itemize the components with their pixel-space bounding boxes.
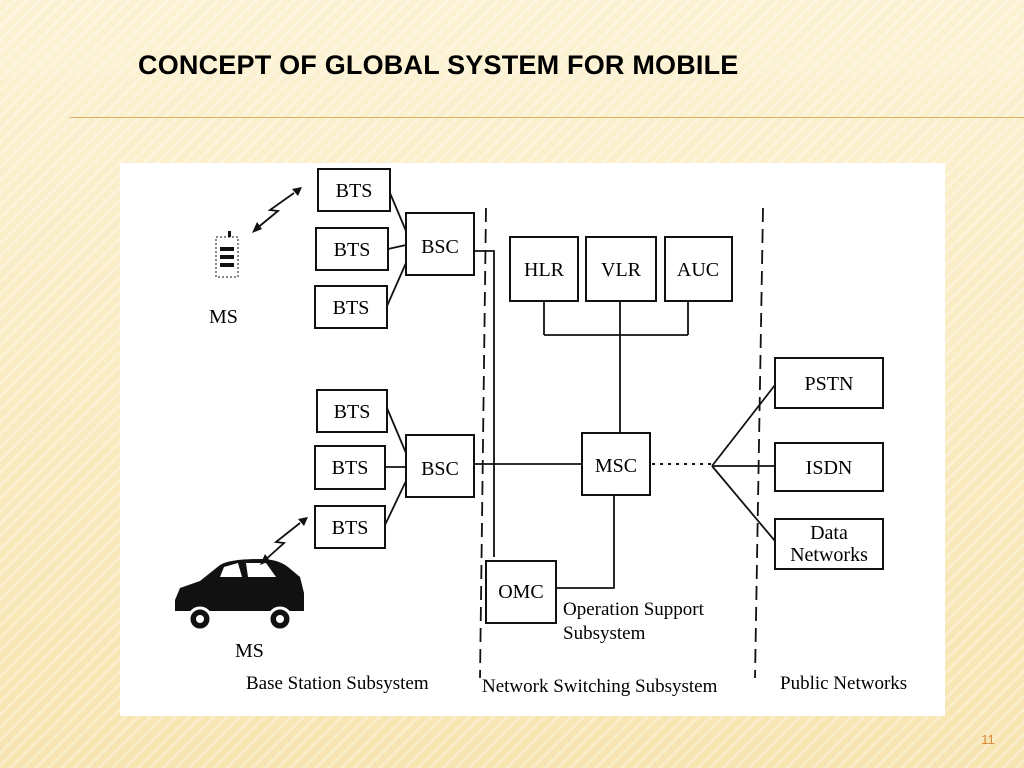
- hlr-label: HLR: [524, 259, 565, 281]
- bts-top-2: BTS: [315, 227, 389, 271]
- bts-top-3-label: BTS: [333, 297, 370, 319]
- bts-top-1-label: BTS: [336, 180, 373, 202]
- bts-top-2-label: BTS: [334, 239, 371, 261]
- bts-bottom-2-label: BTS: [332, 457, 369, 479]
- omc-label: OMC: [498, 581, 544, 603]
- link-bts-bsc: [386, 407, 407, 454]
- link-bts-bsc: [384, 480, 407, 526]
- bts-top-3: BTS: [314, 285, 388, 329]
- vlr-label: VLR: [601, 259, 642, 281]
- auc-box: AUC: [664, 236, 733, 302]
- gsm-architecture-diagram: BTS BTS BTS BSC BTS BTS BTS: [120, 163, 945, 716]
- data-networks-label-line2: Networks: [790, 544, 868, 566]
- link-bts-bsc: [387, 244, 407, 250]
- oss-label-line2: Subsystem: [563, 623, 646, 644]
- handset-icon: [215, 231, 239, 278]
- link-bts-bsc: [386, 262, 407, 307]
- bsc-bottom: BSC: [405, 434, 475, 498]
- link-bts-bsc: [389, 192, 407, 232]
- link-msc-omc: [556, 495, 615, 589]
- section-label-nss: Network Switching Subsystem: [482, 676, 718, 697]
- bts-bottom-3: BTS: [314, 505, 386, 549]
- bsc-top-label: BSC: [421, 236, 459, 258]
- divider-nss-public: [754, 207, 764, 679]
- hlr-box: HLR: [509, 236, 579, 302]
- link-public-data: [711, 465, 776, 542]
- msc-label: MSC: [595, 455, 637, 477]
- section-label-bss: Base Station Subsystem: [246, 673, 429, 694]
- link-bsc-omc: [474, 250, 495, 557]
- ms-car-label: MS: [235, 640, 264, 662]
- vlr-box: VLR: [585, 236, 657, 302]
- pstn-label: PSTN: [805, 373, 854, 395]
- ms-handset-label: MS: [209, 306, 238, 328]
- bts-top-1: BTS: [317, 168, 391, 212]
- bts-bottom-1-label: BTS: [334, 401, 371, 423]
- bts-bottom-3-label: BTS: [332, 517, 369, 539]
- section-label-public: Public Networks: [780, 673, 907, 694]
- oss-label-line1: Operation Support: [563, 599, 705, 620]
- data-networks-box: Data Networks: [774, 518, 884, 570]
- bsc-top: BSC: [405, 212, 475, 276]
- auc-label: AUC: [677, 259, 719, 281]
- bts-bottom-2: BTS: [314, 445, 386, 490]
- radio-link-icon: [252, 187, 302, 233]
- page-number: 11: [981, 732, 995, 747]
- radio-link-icon: [260, 517, 308, 565]
- link-public-pstn: [711, 384, 776, 467]
- slide-title-text: CONCEPT OF GLOBAL SYSTEM FOR MOBILE: [138, 50, 739, 80]
- pstn-box: PSTN: [774, 357, 884, 409]
- title-divider: [70, 117, 1024, 118]
- isdn-box: ISDN: [774, 442, 884, 492]
- isdn-label: ISDN: [806, 457, 853, 479]
- omc-box: OMC: [485, 560, 557, 624]
- data-networks-label-line1: Data: [810, 522, 848, 544]
- msc-box: MSC: [581, 432, 651, 496]
- divider-bss-nss: [479, 207, 487, 679]
- car-icon: [175, 559, 304, 632]
- bts-bottom-1: BTS: [316, 389, 388, 433]
- bsc-bottom-label: BSC: [421, 458, 459, 480]
- diagram-canvas: BTS BTS BTS BSC BTS BTS BTS: [175, 168, 907, 697]
